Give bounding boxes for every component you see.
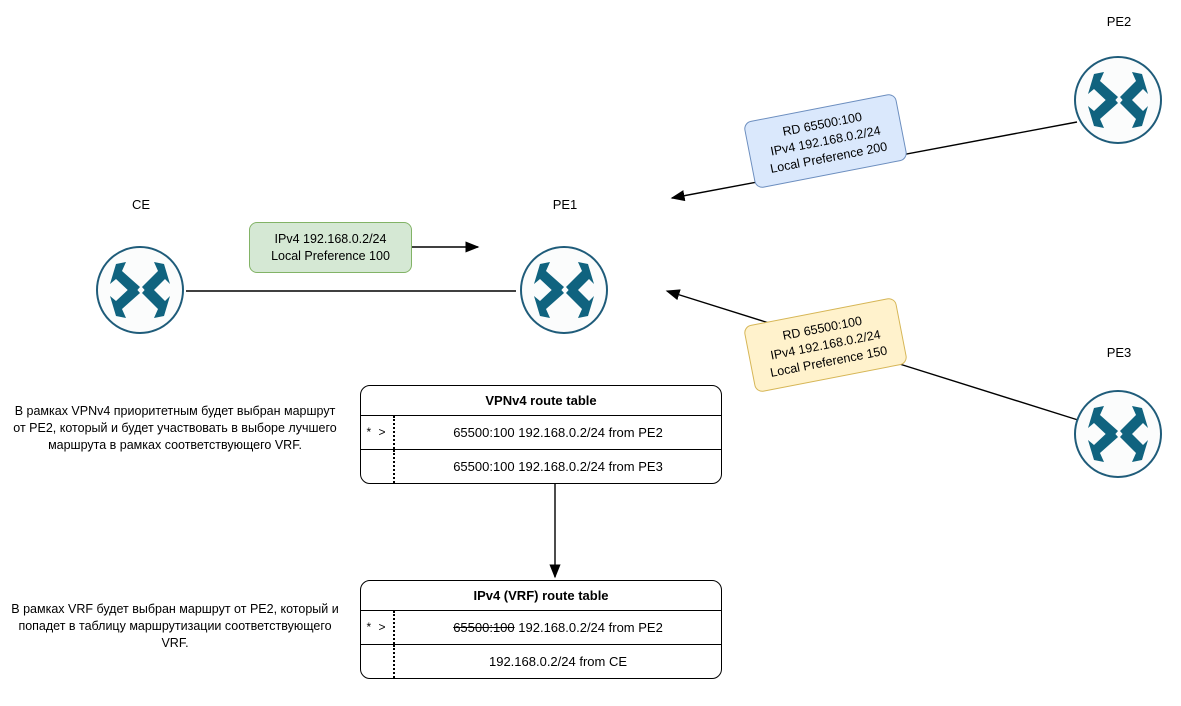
router-pe3[interactable] (1074, 390, 1166, 482)
node-label-pe1: PE1 (552, 197, 578, 212)
vpnv4-table-title: VPNv4 route table (361, 386, 721, 416)
router-disc (1074, 56, 1162, 144)
router-pe1[interactable] (520, 246, 612, 338)
vrf-route-table: IPv4 (VRF) route table * > 65500:100 192… (360, 580, 722, 679)
router-arrows-icon (110, 262, 170, 318)
route-flags: * > (366, 620, 388, 634)
table-row: * > 65500:100 192.168.0.2/24 from PE2 (361, 611, 721, 645)
router-arrows-icon (1088, 406, 1148, 462)
column-separator (393, 416, 395, 449)
route-flags: * > (366, 425, 388, 439)
route-rd-struck: 65500:100 (453, 620, 515, 635)
note-vrf: В рамках VRF будет выбран маршрут от PE2… (11, 602, 339, 650)
router-pe2[interactable] (1074, 56, 1166, 148)
callout-ce-line1: IPv4 192.168.0.2/24 (274, 231, 387, 246)
column-separator (393, 611, 395, 644)
route-text: 65500:100 192.168.0.2/24 from PE2 (453, 425, 663, 440)
router-arrows-icon (1088, 72, 1148, 128)
route-text: 65500:100 192.168.0.2/24 from PE3 (453, 459, 663, 474)
vrf-table-title: IPv4 (VRF) route table (361, 581, 721, 611)
vpnv4-route-table: VPNv4 route table * > 65500:100 192.168.… (360, 385, 722, 484)
router-arrows-icon (534, 262, 594, 318)
node-label-pe2: PE2 (1106, 14, 1132, 29)
callout-ce-line2: Local Preference 100 (271, 248, 390, 263)
table-row: 192.168.0.2/24 from CE (361, 645, 721, 678)
column-separator (393, 645, 395, 678)
callout-ce-advert: IPv4 192.168.0.2/24 Local Preference 100 (249, 222, 412, 273)
table-row: * > 65500:100 192.168.0.2/24 from PE2 (361, 416, 721, 450)
router-disc (520, 246, 608, 334)
router-disc (1074, 390, 1162, 478)
router-ce[interactable] (96, 246, 188, 338)
router-disc (96, 246, 184, 334)
route-text: 192.168.0.2/24 from PE2 (518, 620, 663, 635)
table-row: 65500:100 192.168.0.2/24 from PE3 (361, 450, 721, 483)
route-text-wrap: 65500:100 192.168.0.2/24 from PE2 (395, 611, 721, 644)
route-text: 192.168.0.2/24 from CE (488, 654, 628, 669)
note-vpnv4: В рамках VPNv4 приоритетным будет выбран… (13, 404, 337, 452)
column-separator (393, 450, 395, 483)
node-label-ce: CE (131, 197, 151, 212)
node-label-pe3: PE3 (1106, 345, 1132, 360)
